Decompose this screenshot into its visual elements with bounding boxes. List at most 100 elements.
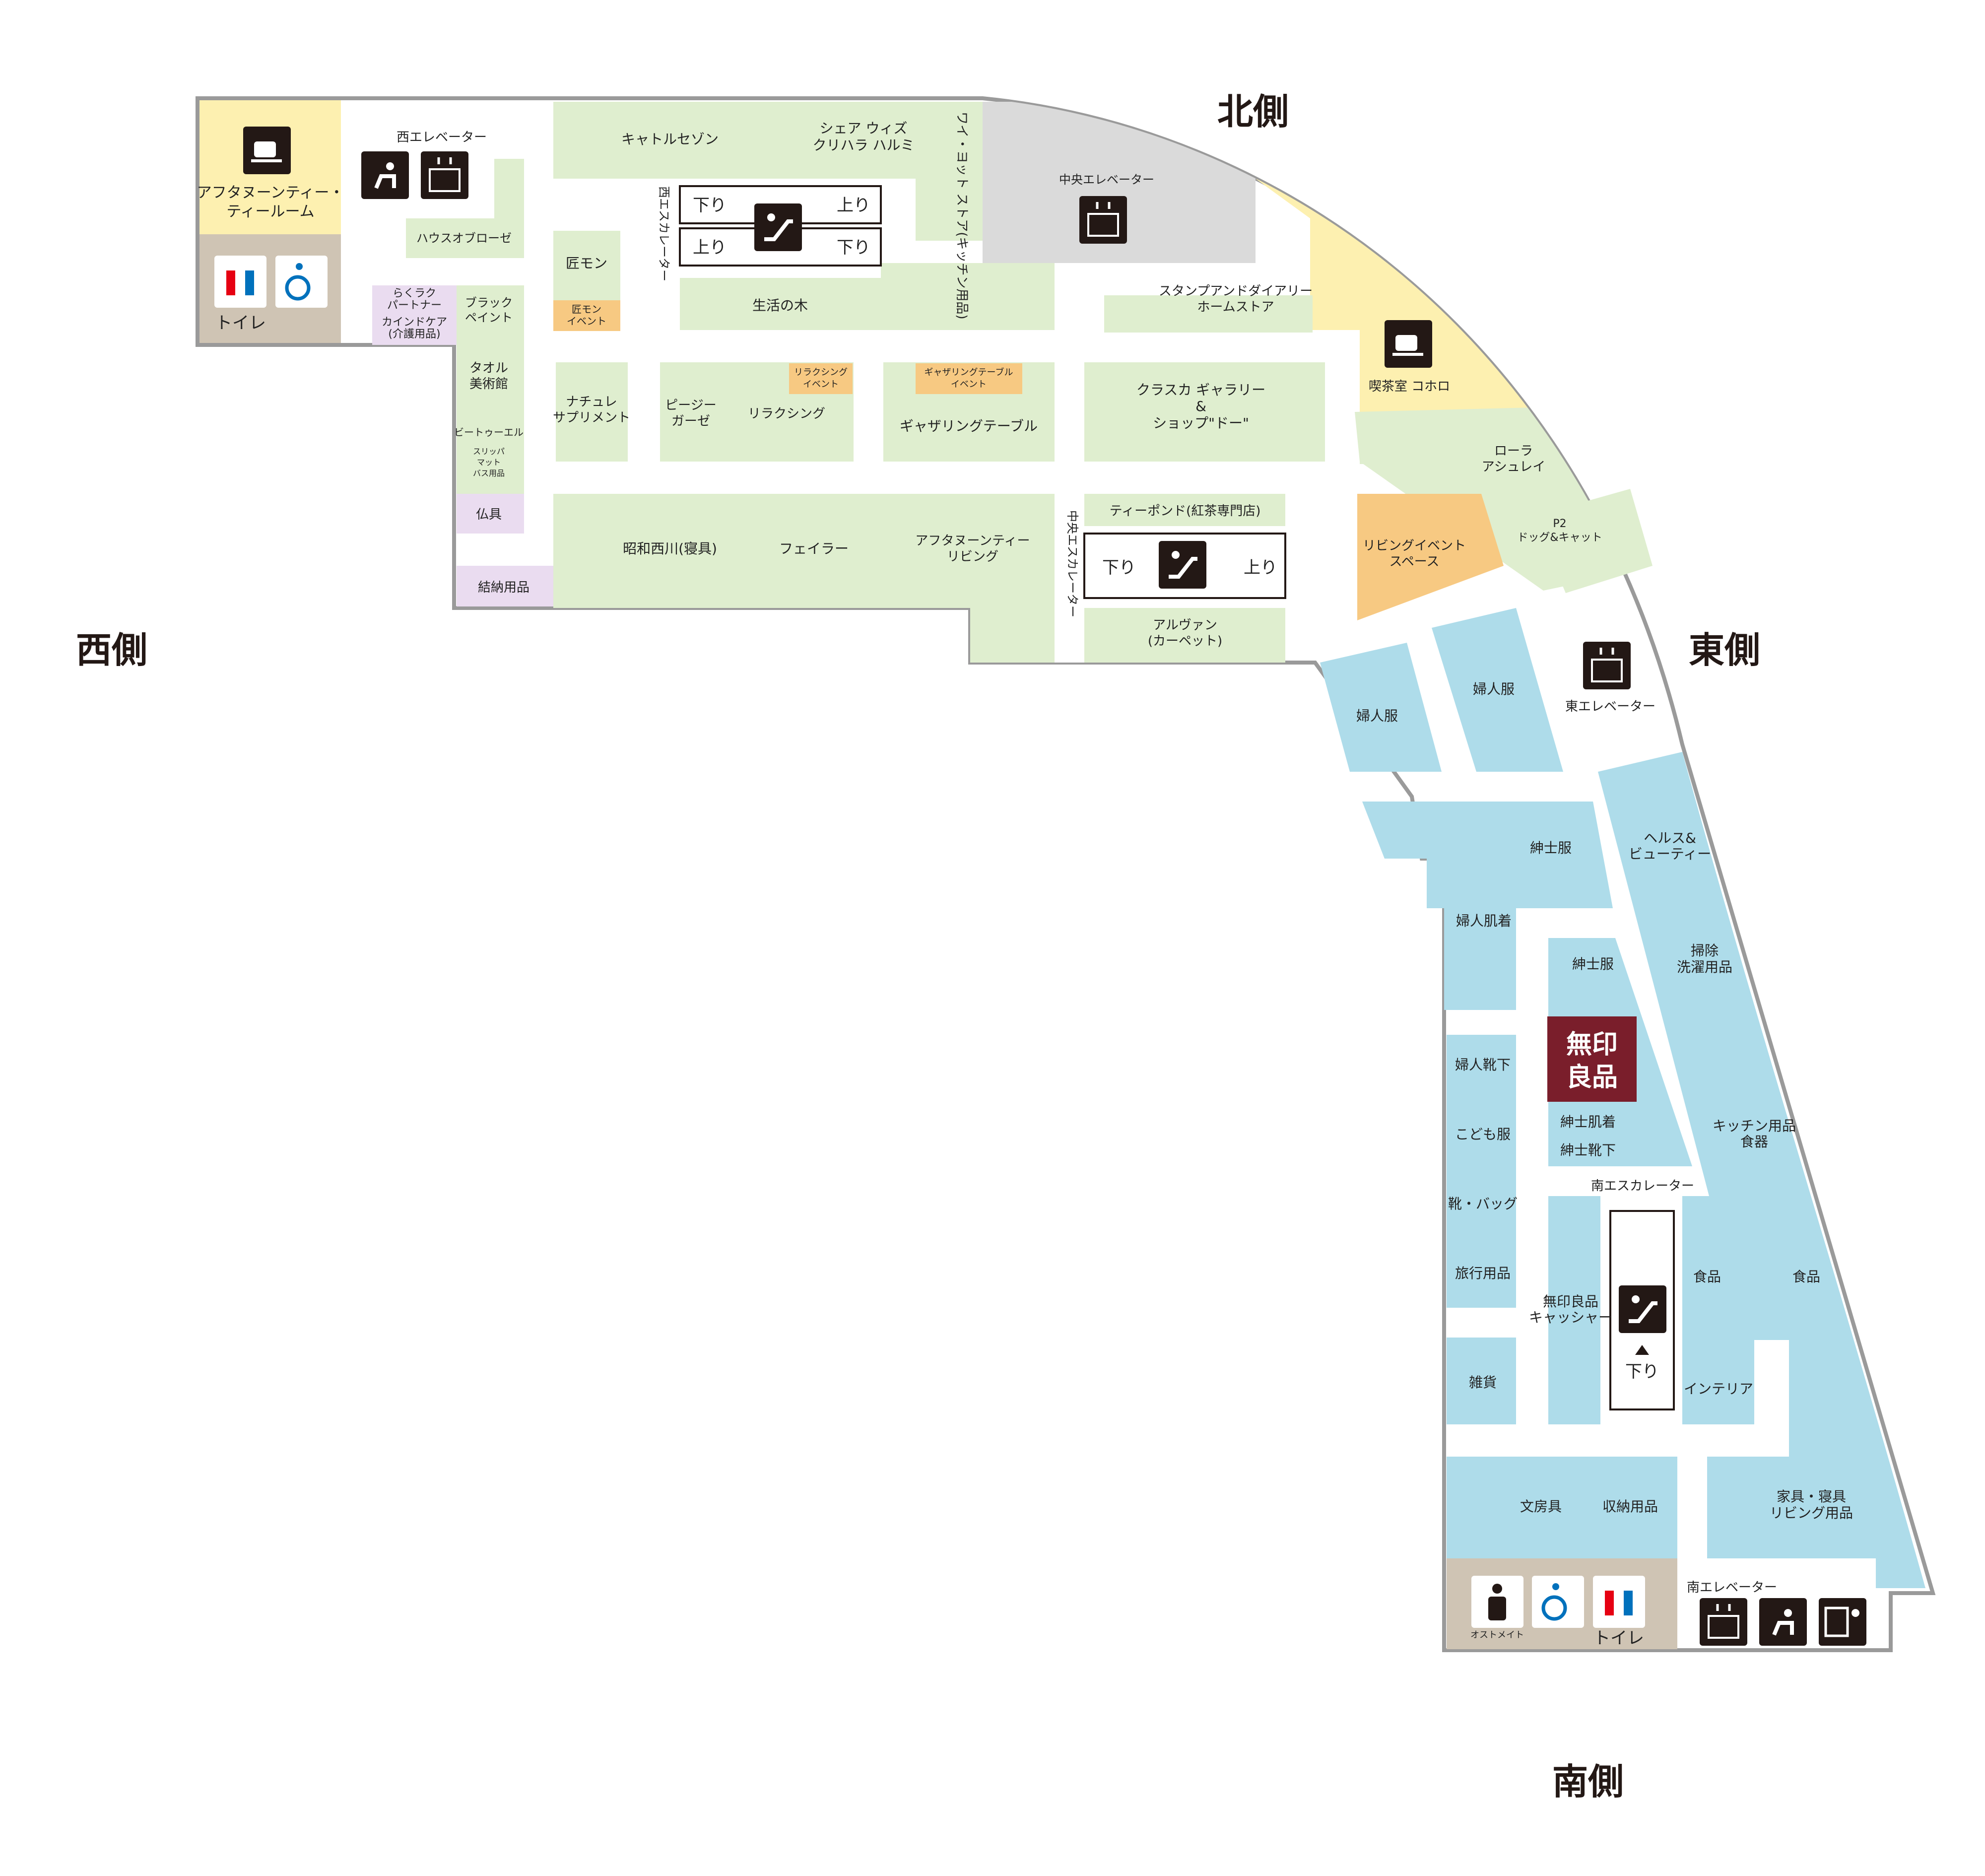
- natural-supplement-label: ナチュレ: [566, 395, 617, 409]
- cattle-saison-label: キャトルセゾン: [621, 131, 719, 147]
- health-beauty-label: ヘルス&: [1644, 830, 1696, 846]
- elevator-icon: [1079, 196, 1127, 244]
- relaxing-label: リラクシング: [748, 406, 825, 421]
- muji-logo-line2: 良品: [1566, 1063, 1618, 1092]
- ladies-underwear[interactable]: [1444, 859, 1516, 1010]
- escalator-down-label[interactable]: 下り: [693, 196, 727, 215]
- muji-logo-line1: 無印: [1566, 1030, 1618, 1060]
- mens-socks-label: 紳士靴下: [1560, 1142, 1616, 1158]
- north-label: 北側: [1217, 91, 1289, 133]
- towel-museum-label: 美術館: [469, 377, 508, 392]
- gathering-event-label: ギャザリングテーブル: [925, 367, 1013, 378]
- beat-l-sub-label: バス用品: [473, 469, 505, 478]
- beat-l[interactable]: [457, 409, 524, 494]
- butsugu-label: 仏具: [476, 507, 502, 522]
- escalator-icon: [754, 203, 802, 251]
- natural-supplement[interactable]: [556, 362, 628, 462]
- east-label: 東側: [1689, 629, 1760, 671]
- gathering-label: ギャザリングテーブル: [900, 418, 1038, 434]
- kurasuka[interactable]: [1084, 362, 1325, 462]
- food-interior[interactable]: [1682, 1196, 1754, 1424]
- showa-nishikawa-label: 昭和西川(寝具): [623, 540, 717, 557]
- kurasuka-label: ショップ"ドー": [1153, 415, 1249, 431]
- food-1-label: 食品: [1693, 1269, 1721, 1285]
- escalator-up-label[interactable]: 上り: [693, 238, 727, 258]
- takumi-mon-label: 匠モン: [566, 255, 607, 271]
- showa-block[interactable]: [553, 494, 1055, 608]
- seating-icon: [361, 151, 409, 199]
- kissa-kohoro-label: 喫茶室 コホロ: [1369, 379, 1450, 394]
- elevator-icon: [421, 151, 468, 199]
- black-paint-label: ブラック: [465, 296, 513, 310]
- house-of-rose[interactable]: [406, 218, 524, 258]
- relaxing-event-label: リラクシング: [794, 367, 848, 378]
- escalator-up-label[interactable]: 上り: [837, 196, 870, 215]
- beat-l-label: ビートゥーエル: [454, 426, 524, 438]
- escalator-down-label[interactable]: 下り: [1625, 1362, 1659, 1382]
- west-wing: [199, 100, 1653, 663]
- gathering-event[interactable]: [916, 363, 1022, 394]
- mens-wear-2-label: 紳士服: [1572, 956, 1614, 972]
- restroom-icon: [214, 256, 266, 308]
- living-event-label: スペース: [1390, 554, 1440, 569]
- takumi-mon[interactable]: [553, 231, 620, 300]
- cattle-saison-block[interactable]: [553, 102, 983, 179]
- takumi-event-label: イベント: [567, 315, 606, 327]
- ostomate-label: オストメイト: [1470, 1630, 1524, 1640]
- muji-logo[interactable]: 無印 良品: [1547, 1016, 1637, 1102]
- y-yacht-store[interactable]: [916, 102, 983, 241]
- kurasuka-label: クラスカ ギャラリー: [1136, 382, 1265, 398]
- stamp-dairy[interactable]: [1104, 295, 1313, 333]
- zakka[interactable]: [1447, 1338, 1516, 1424]
- mens-wear-1-label: 紳士服: [1530, 840, 1572, 856]
- relaxing-event[interactable]: [789, 363, 853, 394]
- y-yacht-lower: [970, 608, 1055, 663]
- black-paint[interactable]: [457, 285, 524, 335]
- mens-wear-1[interactable]: [1362, 802, 1613, 908]
- south-escalator-box[interactable]: [1609, 1210, 1675, 1410]
- beat-l-sub-label: マット: [477, 458, 501, 467]
- ladies-socks[interactable]: [1447, 1035, 1516, 1308]
- tea-pond-label: ティーポンド(紅茶専門店): [1110, 504, 1261, 519]
- muji-cashier-label: キャッシャー: [1529, 1309, 1612, 1326]
- escalator-up-label[interactable]: 上り: [1244, 558, 1277, 578]
- up-arrow-icon: [1635, 1345, 1649, 1355]
- ladies-wear-2[interactable]: [1432, 608, 1563, 772]
- ostomate-icon: [1471, 1576, 1523, 1628]
- stamp-dairy-label: スタンプアンドダイアリー: [1159, 284, 1313, 299]
- arvan[interactable]: [1084, 608, 1285, 663]
- stamp-dairy-label: ホームストア: [1197, 300, 1274, 315]
- laura-ashley-label: アシュレイ: [1482, 460, 1545, 474]
- p2-dog-cat[interactable]: [1533, 489, 1653, 593]
- escalator-icon: [1619, 1285, 1666, 1333]
- living-event-label: リビングイベント: [1363, 538, 1466, 553]
- seikatsu-label: 生活の木: [752, 297, 808, 314]
- escalator-down-label[interactable]: 下り: [837, 238, 870, 258]
- west-escalator-label: 西エスカレーター: [657, 186, 671, 281]
- ladies-wear-1[interactable]: [1320, 643, 1442, 772]
- west-escalator-box[interactable]: [679, 185, 882, 267]
- yuino[interactable]: [457, 566, 553, 606]
- center-escalator-box[interactable]: [1083, 533, 1286, 599]
- muji-cashier-label: 無印良品: [1543, 1293, 1598, 1310]
- muji-cashier-area[interactable]: [1548, 1196, 1600, 1424]
- raku-raku-partner[interactable]: [372, 285, 457, 345]
- stationery-storage[interactable]: [1447, 1457, 1677, 1558]
- towel-museum-label: タオル: [469, 361, 508, 376]
- furniture-label: 家具・寝具: [1777, 1488, 1846, 1505]
- tea-pond[interactable]: [1084, 494, 1285, 526]
- pg-gauze-label: ガーゼ: [671, 414, 710, 429]
- living-event-space[interactable]: [1357, 494, 1504, 620]
- center-elevator-label: 中央エレベーター: [1059, 173, 1154, 187]
- black-paint-label: ペイント: [465, 311, 513, 325]
- seikatsu-no-ki[interactable]: [680, 278, 881, 330]
- east-wing: [1320, 608, 1925, 1649]
- towel-museum[interactable]: [457, 335, 524, 409]
- takumi-event[interactable]: [553, 300, 620, 331]
- escalator-down-label[interactable]: 下り: [1102, 558, 1136, 578]
- feiler-label: フェイラー: [779, 540, 849, 557]
- butsugu[interactable]: [457, 494, 524, 534]
- ladies-underwear-label: 婦人肌着: [1456, 913, 1512, 929]
- health-beauty-block[interactable]: [1598, 752, 1925, 1588]
- seikatsu-side: [881, 263, 1055, 330]
